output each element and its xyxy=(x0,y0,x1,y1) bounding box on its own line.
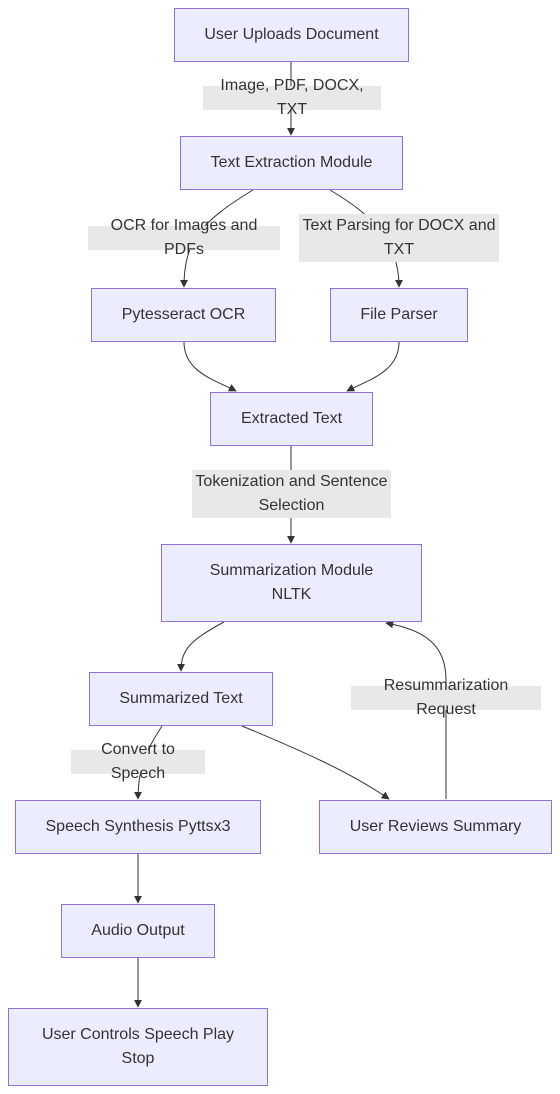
node-extracted-text: Extracted Text xyxy=(210,392,373,446)
edge-label-resummarization-text: Resummarization Request xyxy=(383,677,509,718)
node-pytesseract-ocr-label: Pytesseract OCR xyxy=(121,306,246,323)
edge-label-resummarization: Resummarization Request xyxy=(351,677,541,718)
node-user-controls-speech-line1: User Controls Speech Play xyxy=(41,1026,235,1043)
node-audio-output-label: Audio Output xyxy=(91,922,185,939)
node-extracted-text-label: Extracted Text xyxy=(240,410,343,427)
node-user-reviews-summary-label: User Reviews Summary xyxy=(349,818,522,835)
edge-label-file-types-text: Image, PDF, DOCX, TXT xyxy=(220,77,364,118)
edge-label-file-types: Image, PDF, DOCX, TXT xyxy=(203,77,381,118)
node-file-parser: File Parser xyxy=(330,288,468,342)
edge-summarized-to-review xyxy=(241,725,390,800)
edge-parser-to-extracted xyxy=(346,341,400,392)
node-summarized-text: Summarized Text xyxy=(89,672,273,726)
node-speech-synthesis-label: Speech Synthesis Pyttsx3 xyxy=(45,818,231,835)
node-text-extraction-module: Text Extraction Module xyxy=(180,136,403,190)
node-user-reviews-summary: User Reviews Summary xyxy=(319,800,552,854)
edge-label-convert-speech-text: Convert to Speech xyxy=(101,741,175,782)
node-user-controls-speech: User Controls Speech Play Stop xyxy=(8,1008,268,1086)
edge-label-text-parsing-line2: TXT xyxy=(383,241,415,258)
node-pytesseract-ocr: Pytesseract OCR xyxy=(91,288,276,342)
node-text-extraction-module-label: Text Extraction Module xyxy=(210,154,373,171)
node-user-controls-speech-line2: Stop xyxy=(121,1050,155,1067)
node-user-uploads-document-label: User Uploads Document xyxy=(204,26,379,43)
edge-label-tokenization: Tokenization and Sentence Selection xyxy=(192,470,391,518)
edge-review-to-summarization xyxy=(385,620,447,799)
node-speech-synthesis: Speech Synthesis Pyttsx3 xyxy=(15,800,261,854)
node-user-uploads-document: User Uploads Document xyxy=(174,8,409,62)
node-file-parser-label: File Parser xyxy=(360,306,438,323)
edge-label-text-parsing-line1: Text Parsing for DOCX and xyxy=(302,217,496,234)
node-summarization-module: Summarization Module NLTK xyxy=(161,544,422,622)
node-summarization-module-line1: Summarization Module xyxy=(209,562,374,579)
node-summarization-module-line2: NLTK xyxy=(271,586,312,603)
edge-ocr-to-extracted xyxy=(183,341,237,392)
edge-label-convert-speech: Convert to Speech xyxy=(71,741,205,782)
edge-label-tokenization-line2: Selection xyxy=(258,497,325,514)
node-summarized-text-label: Summarized Text xyxy=(119,690,243,707)
edge-label-ocr: OCR for Images and PDFs xyxy=(88,217,280,258)
edge-label-ocr-text: OCR for Images and PDFs xyxy=(110,217,258,258)
edge-label-text-parsing: Text Parsing for DOCX and TXT xyxy=(299,214,499,262)
edge-label-tokenization-line1: Tokenization and Sentence xyxy=(195,473,388,490)
edge-summarization-to-summarized xyxy=(177,621,225,672)
node-audio-output: Audio Output xyxy=(61,904,215,958)
